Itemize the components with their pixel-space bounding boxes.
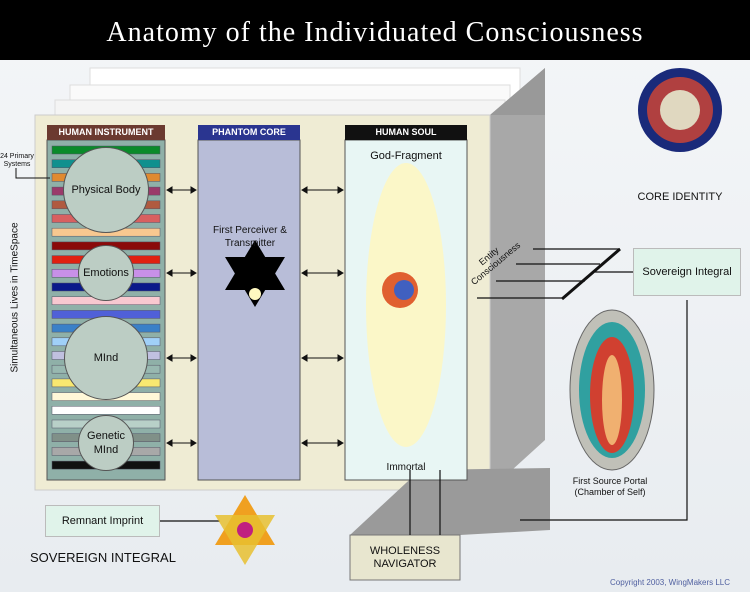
physical-body-circle: Physical Body [63,147,149,233]
arrow-head [301,269,308,277]
wholeness-navigator-label: WHOLENESS NAVIGATOR [369,545,441,570]
arrow-head [166,354,173,362]
arrow-head [337,186,344,194]
arrow-head [337,439,344,447]
simultaneous-lives-label: Simultaneous Lives in TimeSpace [9,222,21,373]
emotions-circle: Emotions [78,245,134,301]
arrow-head [337,269,344,277]
sovereign-integral-box: Sovereign Integral [633,248,741,296]
arrow-head [166,439,173,447]
arrow-head [301,354,308,362]
phantom-core-header: PHANTOM CORE [198,125,300,140]
arrow-head [190,186,197,194]
arrow-head [190,269,197,277]
side-block [490,68,545,490]
remnant-imprint-box: Remnant Imprint [45,505,160,537]
mind-circle: MInd [64,316,148,400]
arrow-head [337,354,344,362]
arrow-head [166,269,173,277]
arrow-head [190,439,197,447]
copyright: Copyright 2003, WingMakers LLC [609,578,731,587]
sovereign-integral-label: SOVEREIGN INTEGRAL [30,550,176,565]
genetic-mind-circle: Genetic MInd [78,415,134,471]
first-perceiver-label: First Perceiver & Transmitter [213,225,287,249]
primary-systems-label: 24 Primary Systems [0,153,34,168]
core-identity-label: CORE IDENTITY [637,191,723,203]
arrow-head [301,439,308,447]
human-instrument-header: HUMAN INSTRUMENT [47,125,165,140]
human-soul-header: HUMAN SOUL [345,125,467,140]
immortal-label: Immortal [386,462,426,473]
arrow-head [301,186,308,194]
arrow-head [166,186,173,194]
system-stripe [51,406,161,415]
god-fragment-label: God-Fragment [370,150,442,162]
title-bar: Anatomy of the Individuated Consciousnes… [0,0,750,60]
arrow-head [190,354,197,362]
first-source-portal-label: First Source Portal (Chamber of Self) [572,476,648,497]
